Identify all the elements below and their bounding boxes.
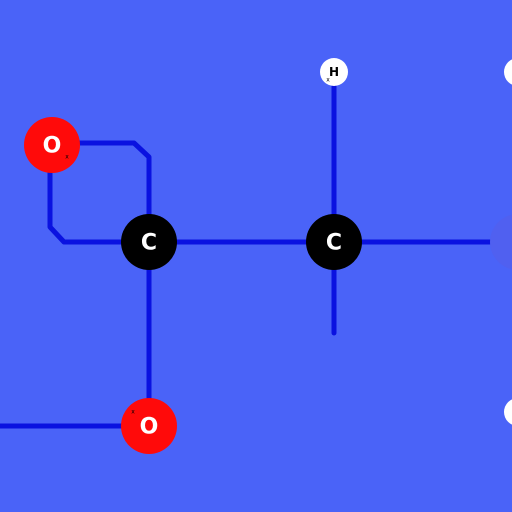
carbon-atom-2-circle[interactable]: [306, 214, 362, 270]
bonds: [0, 83, 503, 429]
hydrogen-atom-1-circle[interactable]: [320, 58, 348, 86]
oxygen-atom-2-label: O: [140, 415, 159, 440]
bond-oxygen1-loop: [47, 169, 125, 245]
hydrogen-atom-offscreen-top[interactable]: [504, 58, 512, 86]
oxygen-atom-2[interactable]: O x: [121, 398, 177, 454]
oxygen-atom-1-charge: x: [65, 154, 69, 161]
carbon-atom-1[interactable]: C: [121, 214, 177, 270]
oxygen-atom-2-circle[interactable]: [121, 398, 177, 454]
hydrogen-atom-offscreen-bottom[interactable]: [504, 398, 512, 426]
hydrogen-atom-1-label: H: [329, 65, 339, 79]
carbon-atom-1-circle[interactable]: [121, 214, 177, 270]
nitrogen-atom-offscreen[interactable]: [490, 214, 512, 270]
carbon-atom-1-label: C: [141, 231, 157, 256]
hydrogen-atom-1[interactable]: H x: [320, 58, 348, 86]
hydrogen-atom-1-charge: x: [326, 77, 330, 84]
carbon-atom-2-label: C: [326, 231, 342, 256]
offscreen-atoms: [490, 58, 512, 426]
oxygen-atom-1[interactable]: O x: [24, 117, 80, 173]
oxygen-atom-2-charge: x: [131, 409, 135, 416]
oxygen-atom-1-label: O: [43, 134, 62, 159]
bond-oxygen1-ring: [71, 140, 152, 217]
oxygen-atom-1-circle[interactable]: [24, 117, 80, 173]
carbon-atom-2[interactable]: C: [306, 214, 362, 270]
